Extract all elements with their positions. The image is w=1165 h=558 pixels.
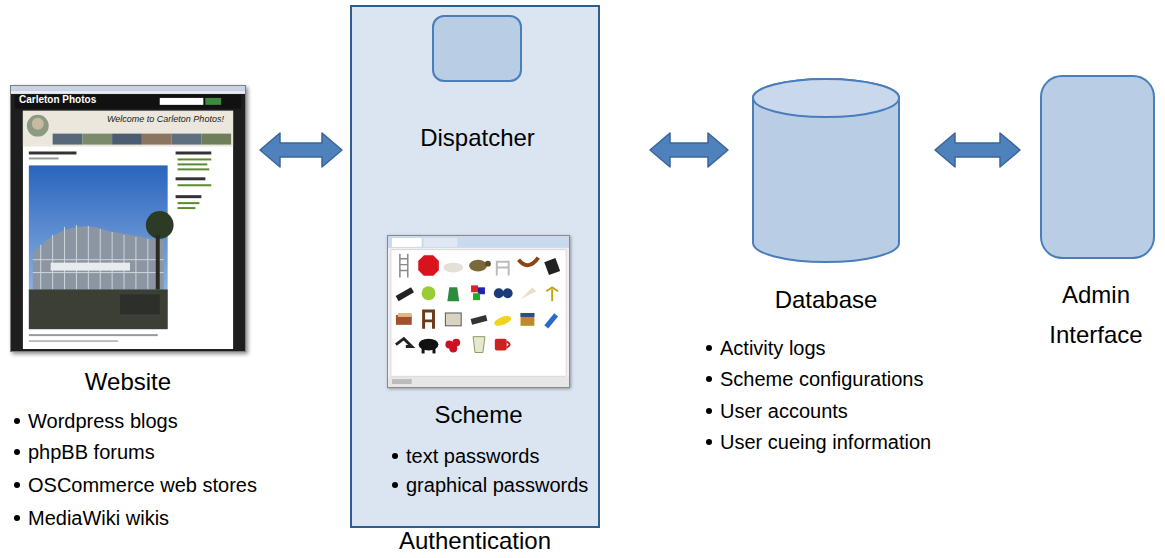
node-caption: Scheme	[387, 401, 570, 429]
diagram-node: Carleton PhotosWelcome to Carleton Photo…	[5, 85, 260, 535]
bullet-item: phpBB forums	[12, 440, 257, 464]
rrect-shape	[432, 15, 522, 82]
diagram-node: DatabaseActivity logsScheme configuratio…	[700, 78, 945, 463]
node-caption: Admin Interface	[1031, 275, 1161, 355]
cylinder-body	[753, 79, 899, 262]
scheme-shape	[387, 235, 570, 388]
node-caption: Authentication	[350, 527, 600, 555]
node-caption: Dispatcher	[405, 124, 550, 152]
diagram-node: Admin Interface	[1030, 75, 1162, 375]
block-arrow	[260, 133, 342, 167]
block-arrow	[935, 133, 1020, 167]
bullet-item: text passwords	[390, 444, 596, 468]
cyl-shape	[752, 78, 900, 263]
website-screenshot	[11, 86, 245, 351]
bullet-item: OSCommerce web stores	[12, 473, 257, 497]
bullet-item: User cueing information	[704, 430, 942, 454]
screenshot-text: Welcome to Carleton Photos!	[107, 114, 224, 125]
diagram-node: Authentication Dispatcher Scheme text pass…	[350, 5, 600, 558]
bullet-item: Wordpress blogs	[12, 409, 257, 433]
cylinder-top	[753, 79, 899, 117]
bullet-item: MediaWiki wikis	[12, 506, 257, 530]
web-shape: Carleton PhotosWelcome to Carleton Photo…	[10, 85, 246, 352]
screenshot-text: Carleton Photos	[19, 94, 96, 106]
node-caption: Database	[752, 286, 900, 314]
node-caption: Website	[10, 368, 246, 396]
bullet-item: User accounts	[704, 399, 942, 423]
cylinder-outline	[752, 78, 900, 263]
block-arrow	[650, 133, 728, 167]
diagram-node: Scheme text passwords graphical passwords	[380, 235, 598, 500]
bullet-item: Activity logs	[704, 336, 942, 360]
bullet-item: Scheme configurations	[704, 367, 942, 391]
rrect-shape	[1040, 75, 1155, 259]
diagram-node: Dispatcher	[405, 15, 550, 157]
scheme-screenshot	[388, 236, 569, 387]
bullet-item: graphical passwords	[390, 473, 596, 497]
